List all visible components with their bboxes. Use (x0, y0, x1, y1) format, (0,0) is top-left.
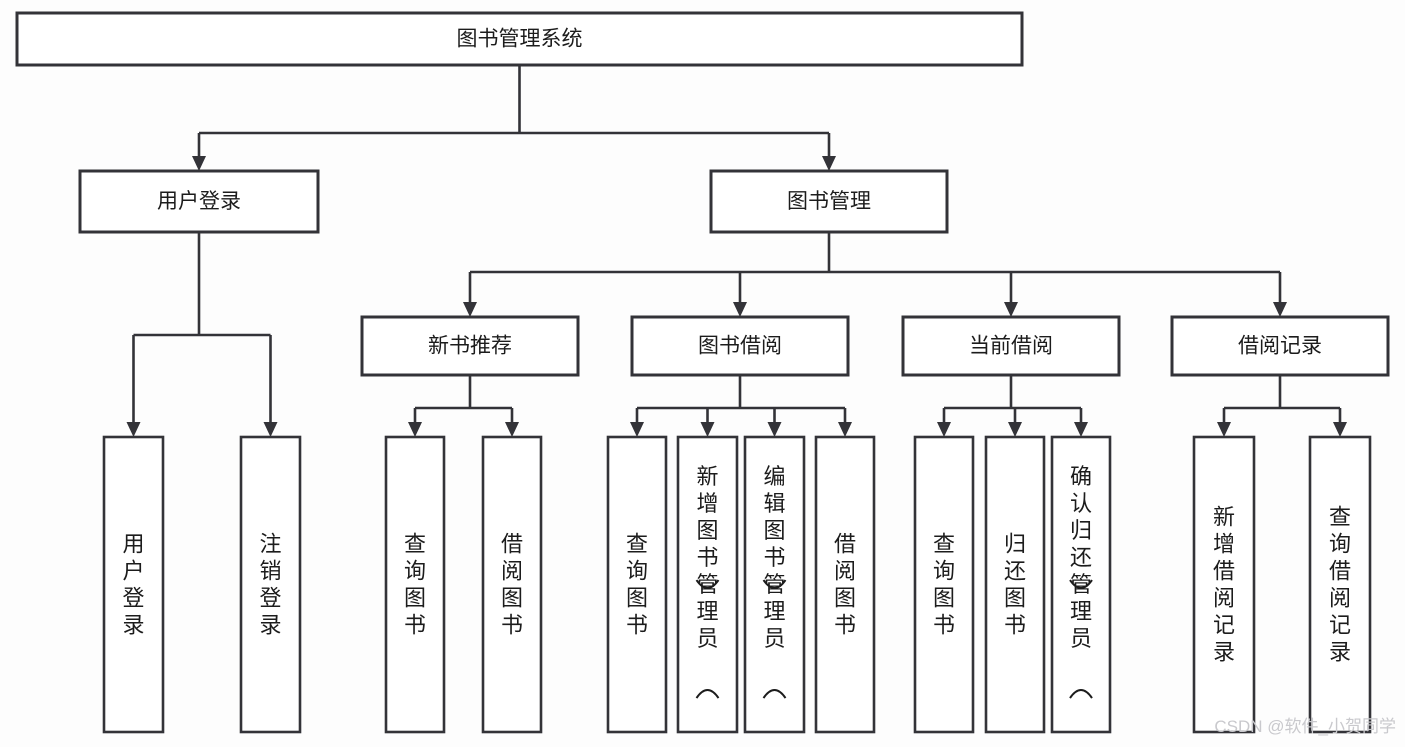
node-box-leaf-return-book (984, 435, 1046, 734)
node-leaf-user-login[interactable]: 用户登录 (102, 435, 165, 734)
node-label-leaf-add-borrow-record: 新增借阅记录 (1213, 505, 1235, 665)
node-box-new-book-recommend (360, 315, 580, 377)
arrow-head (937, 422, 951, 437)
csdn-watermark: CSDN @软件_小贺同学 (1214, 717, 1396, 736)
node-label-leaf-query-book-cur: 查询图书 (933, 532, 955, 638)
arrow-head (263, 422, 278, 437)
node-label-leaf-query-book-bor: 查询图书 (626, 532, 648, 638)
node-label-leaf-query-book-rec: 查询图书 (404, 532, 426, 638)
arrow-head (1333, 422, 1347, 437)
node-user-login[interactable]: 用户登录 (78, 169, 320, 234)
arrow-head (126, 422, 141, 437)
arrow-head (1074, 422, 1088, 437)
arrow-head (700, 422, 715, 437)
node-label-leaf-confirm-return-admin: 确认归还管理员 (1070, 464, 1092, 651)
node-label-book-manage: 图书管理 (787, 190, 871, 213)
node-book-manage[interactable]: 图书管理 (709, 169, 949, 234)
node-leaf-confirm-return-admin[interactable]: 确认归还管理员 (1050, 435, 1112, 734)
arrow-head (1273, 302, 1287, 317)
node-leaf-return-book[interactable]: 归还图书 (984, 435, 1046, 734)
node-leaf-add-borrow-record[interactable]: 新增借阅记录 (1192, 435, 1256, 734)
arrow-head (408, 422, 422, 437)
node-label-leaf-borrow-book-bor: 借阅图书 (834, 532, 856, 638)
node-box-leaf-add-borrow-record (1192, 435, 1256, 734)
node-box-borrow-record (1170, 315, 1390, 377)
paren-glyph (1069, 689, 1093, 699)
arrow-head (630, 422, 644, 437)
node-root[interactable]: 图书管理系统 (15, 11, 1024, 67)
node-label-borrow-record: 借阅记录 (1238, 335, 1322, 358)
node-label-leaf-query-borrow-record: 查询借阅记录 (1329, 505, 1351, 665)
arrow-head (505, 422, 519, 437)
arrow-head (1008, 422, 1022, 437)
node-label-leaf-borrow-book-rec: 借阅图书 (501, 532, 523, 638)
node-leaf-borrow-book-rec[interactable]: 借阅图书 (481, 435, 543, 734)
node-leaf-query-book-cur[interactable]: 查询图书 (913, 435, 975, 734)
arrow-head (767, 422, 782, 437)
node-label-leaf-return-book: 归还图书 (1004, 532, 1026, 638)
arrow-head (838, 422, 852, 437)
node-label-user-login: 用户登录 (157, 190, 241, 213)
node-box-leaf-query-book-bor (606, 435, 668, 734)
node-label-leaf-user-login: 用户登录 (122, 532, 144, 638)
node-box-root (15, 11, 1024, 67)
node-box-leaf-logout (239, 435, 302, 734)
node-box-book-borrow (630, 315, 850, 377)
node-box-leaf-borrow-book-bor (814, 435, 876, 734)
node-box-leaf-borrow-book-rec (481, 435, 543, 734)
node-leaf-query-borrow-record[interactable]: 查询借阅记录 (1308, 435, 1372, 734)
arrow-head (192, 156, 206, 171)
arrow-head (1217, 422, 1231, 437)
node-box-leaf-add-book-admin (676, 435, 739, 734)
paren-glyph (762, 689, 787, 699)
node-label-leaf-logout: 注销登录 (259, 532, 281, 638)
node-box-leaf-query-book-rec (384, 435, 446, 734)
node-box-user-login (78, 169, 320, 234)
arrow-head (733, 302, 747, 317)
paren-glyph (762, 579, 787, 590)
paren-glyph (1069, 579, 1093, 590)
node-leaf-query-book-rec[interactable]: 查询图书 (384, 435, 446, 734)
node-label-leaf-add-book-admin: 新增图书管理员 (696, 464, 718, 651)
arrow-head (822, 156, 836, 171)
node-box-leaf-query-borrow-record (1308, 435, 1372, 734)
node-label-new-book-recommend: 新书推荐 (428, 335, 512, 358)
edge-layer (126, 65, 1347, 437)
node-label-leaf-edit-book-admin: 编辑图书管理员 (763, 464, 785, 651)
node-new-book-recommend[interactable]: 新书推荐 (360, 315, 580, 377)
node-layer: 图书管理系统用户登录图书管理新书推荐图书借阅当前借阅借阅记录用户登录注销登录查询… (15, 11, 1390, 734)
node-box-leaf-user-login (102, 435, 165, 734)
node-label-root: 图书管理系统 (457, 28, 583, 51)
node-box-leaf-edit-book-admin (743, 435, 806, 734)
arrow-head (463, 302, 477, 317)
node-leaf-add-book-admin[interactable]: 新增图书管理员 (676, 435, 739, 734)
node-box-current-borrow (901, 315, 1121, 377)
node-leaf-edit-book-admin[interactable]: 编辑图书管理员 (743, 435, 806, 734)
node-label-book-borrow: 图书借阅 (698, 335, 782, 358)
node-leaf-borrow-book-bor[interactable]: 借阅图书 (814, 435, 876, 734)
node-borrow-record[interactable]: 借阅记录 (1170, 315, 1390, 377)
node-box-leaf-confirm-return-admin (1050, 435, 1112, 734)
arrow-head (1004, 302, 1018, 317)
node-book-borrow[interactable]: 图书借阅 (630, 315, 850, 377)
node-current-borrow[interactable]: 当前借阅 (901, 315, 1121, 377)
node-box-book-manage (709, 169, 949, 234)
node-leaf-query-book-bor[interactable]: 查询图书 (606, 435, 668, 734)
paren-glyph (695, 579, 720, 590)
node-leaf-logout[interactable]: 注销登录 (239, 435, 302, 734)
node-label-current-borrow: 当前借阅 (969, 335, 1053, 358)
paren-glyph (695, 689, 720, 699)
node-box-leaf-query-book-cur (913, 435, 975, 734)
